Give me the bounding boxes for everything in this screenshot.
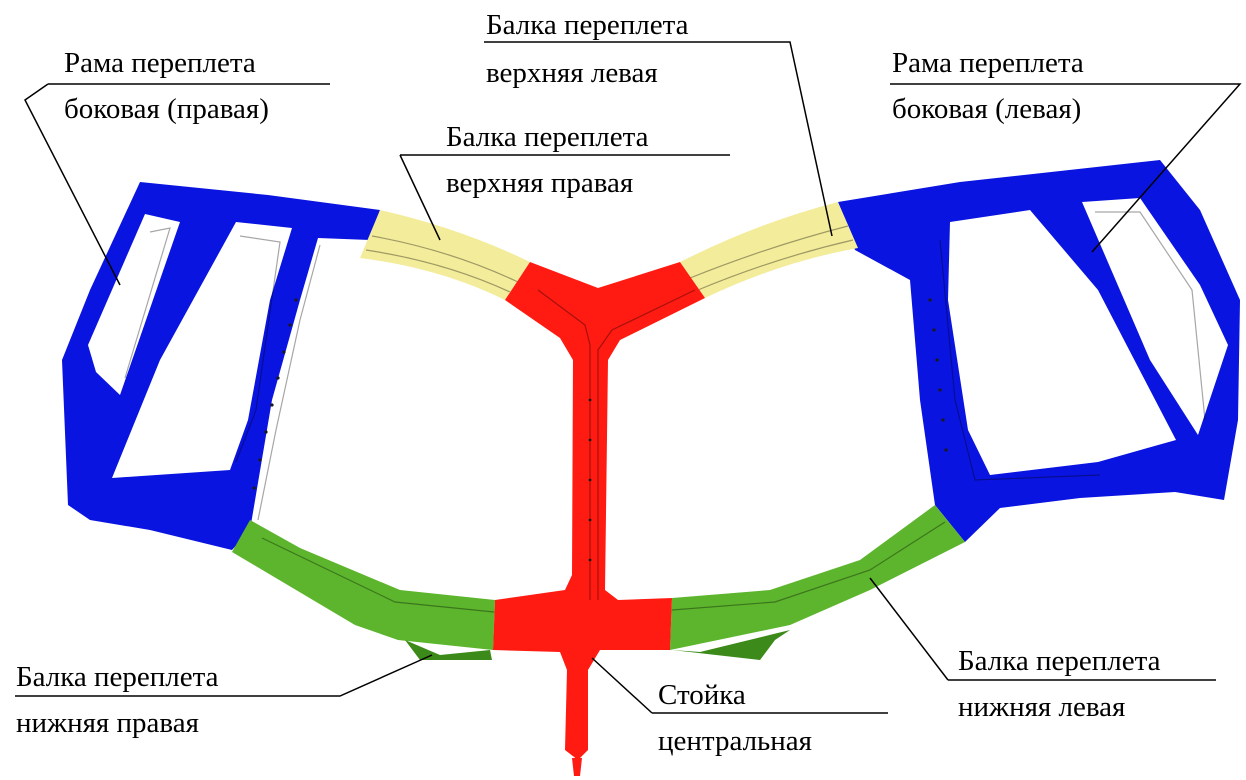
label-beam-bottom-right-line2: нижняя правая <box>16 707 199 739</box>
frame-side-right-opening-inner <box>112 222 292 478</box>
beam-bottom-right-shape <box>232 520 495 650</box>
beam-top-right-shape <box>360 210 530 300</box>
frame-side-left-part <box>838 160 1240 542</box>
label-frame-side-right-line2: боковая (правая) <box>64 93 269 125</box>
beam-top-right-part <box>360 210 530 300</box>
label-frame-side-left-line1: Рама переплета <box>892 47 1084 79</box>
frame-side-right-opening-outer <box>88 214 180 395</box>
label-beam-bottom-right-line1: Балка переплета <box>16 661 219 693</box>
beam-bottom-left-shape <box>670 505 965 650</box>
rivets <box>252 298 948 562</box>
frame-side-left-opening-outer <box>1082 198 1228 435</box>
label-beam-top-left-line1: Балка переплета <box>486 9 689 41</box>
leader-lines <box>15 41 1242 714</box>
leader-beam-bottom-right <box>15 654 433 697</box>
label-frame-side-right-line1: Рама переплета <box>64 47 256 79</box>
label-center-post-line1: Стойка <box>658 679 746 711</box>
label-center-post-line2: центральная <box>658 725 812 757</box>
leader-beam-top-right <box>399 154 730 241</box>
label-beam-top-right-line1: Балка переплета <box>446 121 649 153</box>
frame-side-right-part <box>62 182 380 550</box>
label-beam-bottom-left-line2: нижняя левая <box>958 691 1125 723</box>
label-frame-side-left-line2: боковая (левая) <box>892 93 1081 125</box>
beam-bottom-left-part <box>670 505 965 660</box>
leader-center-post <box>591 657 888 714</box>
label-beam-top-left-line2: верхняя левая <box>486 57 658 89</box>
beam-top-left-part <box>680 202 858 298</box>
leader-beam-top-left <box>484 41 833 237</box>
beam-bottom-right-part <box>232 520 495 660</box>
beam-top-left-shape <box>680 202 858 298</box>
center-post-shape <box>493 262 705 760</box>
label-beam-top-right-line2: верхняя правая <box>446 167 633 199</box>
label-beam-bottom-left-line1: Балка переплета <box>958 645 1161 677</box>
leader-beam-bottom-left <box>869 577 1216 681</box>
leader-frame-side-left <box>890 83 1242 253</box>
frame-side-left-opening-inner <box>948 210 1176 475</box>
center-post-part <box>493 262 705 776</box>
